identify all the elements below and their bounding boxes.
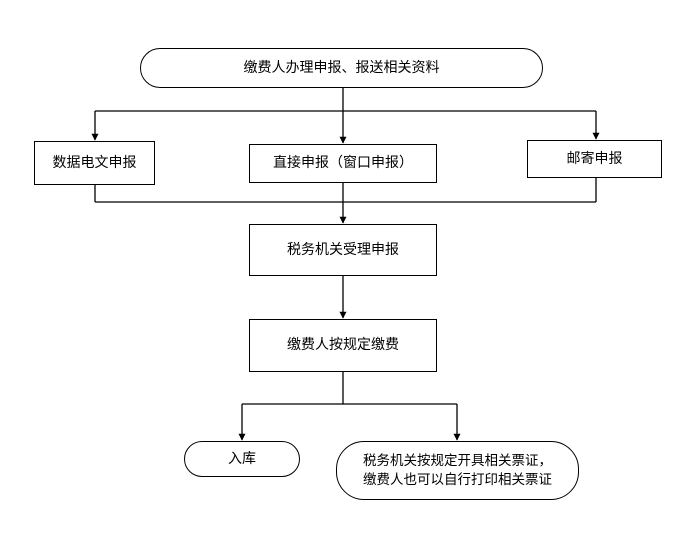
receipt-end-line2: 缴费人也可以自行打印相关票证 xyxy=(363,471,552,488)
electronic-filing-node: 数据电文申报 xyxy=(34,141,155,185)
window-filing-label: 直接申报（窗口申报） xyxy=(273,155,413,171)
start-label: 缴费人办理申报、报送相关资料 xyxy=(243,59,440,76)
storage-end-node: 入库 xyxy=(184,441,300,477)
mail-filing-node: 邮寄申报 xyxy=(527,140,662,178)
start-node: 缴费人办理申报、报送相关资料 xyxy=(140,48,543,88)
payment-node: 缴费人按规定缴费 xyxy=(249,319,437,372)
mail-filing-label: 邮寄申报 xyxy=(566,150,623,167)
receipt-end-node: 税务机关按规定开具相关票证， 缴费人也可以自行打印相关票证 xyxy=(336,441,579,500)
window-filing-node: 直接申报（窗口申报） xyxy=(249,144,437,183)
payment-label: 缴费人按规定缴费 xyxy=(287,337,399,353)
accept-filing-node: 税务机关受理申报 xyxy=(249,224,437,276)
storage-end-label: 入库 xyxy=(228,450,256,467)
electronic-filing-label: 数据电文申报 xyxy=(52,154,137,171)
accept-filing-label: 税务机关受理申报 xyxy=(287,241,399,258)
receipt-end-line1: 税务机关按规定开具相关票证， xyxy=(363,452,552,469)
